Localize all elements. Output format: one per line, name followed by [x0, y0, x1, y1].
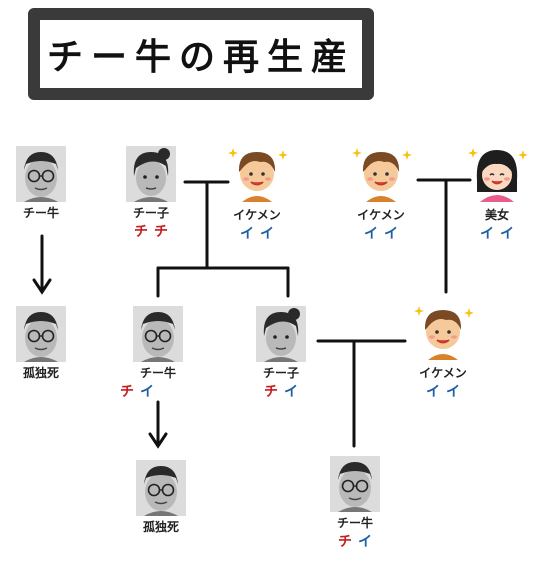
person-name: 美女	[484, 208, 509, 222]
glasses-man-face-icon	[133, 306, 183, 362]
title-frame: チー牛の再生産	[28, 8, 374, 100]
person-chiko-gen2: チー子 チイ	[246, 306, 316, 401]
person-name: チー子	[262, 366, 299, 380]
person-chigyu-gen2: チー牛 チイ	[120, 306, 193, 401]
gene-i: イ	[140, 384, 160, 400]
person-ikemen-gen1-b: イケメン イイ	[346, 144, 416, 243]
gene-i: イ	[284, 384, 304, 400]
glasses-man-face-icon	[136, 460, 186, 516]
person-kodokushi-1: 孤独死	[6, 306, 76, 381]
arrow-head-1	[32, 278, 52, 295]
gene-i: イ	[240, 226, 260, 242]
person-name: チー牛	[139, 366, 176, 380]
sparkle-icon	[228, 148, 238, 158]
ponytail-woman-face-icon	[256, 306, 306, 362]
person-name: イケメン	[419, 366, 467, 380]
person-bijo-gen1: 美女 イイ	[462, 144, 532, 243]
gene-pair: イイ	[468, 223, 532, 243]
person-ikemen-gen2: イケメン イイ	[408, 302, 478, 401]
person-chigyu-gen3: チー牛 チイ	[320, 456, 390, 551]
person-chiko-gen1: チー子 チチ	[116, 146, 186, 241]
gene-chi: チ	[134, 224, 154, 240]
gene-i: イ	[446, 384, 466, 400]
gene-i: イ	[358, 534, 378, 550]
gene-i: イ	[480, 226, 500, 242]
person-name: 孤独死	[22, 366, 59, 380]
sparkle-icon	[468, 148, 478, 158]
gene-pair: イイ	[352, 223, 416, 243]
person-name: チー牛	[336, 516, 373, 530]
person-name: チー子	[132, 206, 169, 220]
person-name: 孤独死	[142, 520, 179, 534]
diagram-title: チー牛の再生産	[46, 37, 355, 78]
gene-pair: チイ	[252, 381, 316, 401]
sparkle-icon	[278, 150, 287, 160]
gene-chi: チ	[338, 534, 358, 550]
person-chigyu-gen1: チー牛	[6, 146, 76, 221]
gene-chi: チ	[264, 384, 284, 400]
person-name: イケメン	[233, 208, 281, 222]
handsome-man-face-icon	[352, 148, 411, 203]
gene-chi: チ	[120, 384, 140, 400]
sparkle-icon	[352, 148, 362, 158]
gene-i: イ	[364, 226, 384, 242]
glasses-man-face-icon	[16, 146, 66, 202]
sparkle-icon	[518, 150, 527, 160]
gene-i: イ	[384, 226, 404, 242]
gene-pair: イイ	[414, 381, 478, 401]
handsome-man-face-icon	[228, 148, 287, 203]
arrow-head-2	[148, 432, 168, 449]
sparkle-icon	[402, 150, 411, 160]
person-name: イケメン	[357, 208, 405, 222]
person-ikemen-gen1-a: イケメン イイ	[222, 144, 292, 243]
gene-i: イ	[260, 226, 280, 242]
glasses-man-face-icon	[16, 306, 66, 362]
sparkle-icon	[414, 306, 424, 316]
gene-chi: チ	[154, 224, 174, 240]
gene-pair: チチ	[122, 221, 186, 241]
person-name: チー牛	[22, 206, 59, 220]
gene-i: イ	[500, 226, 520, 242]
handsome-man-face-icon	[414, 306, 473, 361]
gene-pair: チイ	[326, 531, 390, 551]
beautiful-woman-face-icon	[468, 148, 527, 203]
person-kodokushi-2: 孤独死	[126, 460, 196, 535]
gene-pair: イイ	[228, 223, 292, 243]
gene-pair: チイ	[87, 381, 193, 401]
ponytail-woman-face-icon	[126, 146, 176, 202]
sparkle-icon	[464, 308, 473, 318]
glasses-man-face-icon	[330, 456, 380, 512]
gene-i: イ	[426, 384, 446, 400]
